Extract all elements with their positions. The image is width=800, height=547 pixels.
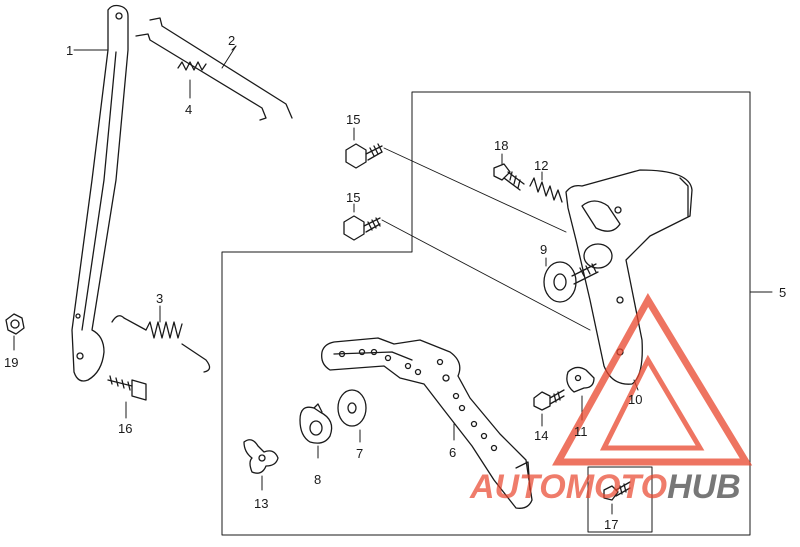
part-13-wingnut: [243, 439, 279, 491]
callout-2: 2: [228, 33, 235, 48]
part-18-bolt: [493, 153, 525, 191]
part-1-arm: [71, 4, 129, 382]
watermark-part1: AUTOMOTO: [469, 468, 667, 506]
callout-19: 19: [4, 355, 18, 370]
part-7-washer: [337, 389, 367, 443]
part-9-washer: [543, 257, 599, 303]
callout-5: 5: [779, 285, 786, 300]
callout-16: 16: [118, 421, 132, 436]
part-15-bolt-upper: [345, 127, 567, 233]
part-10-bracket: [565, 169, 693, 391]
callout-18: 18: [494, 138, 508, 153]
part-3-spring: [111, 305, 211, 373]
part-6-lever: [321, 337, 533, 509]
watermark-text: AUTOMOTOHUB: [469, 468, 741, 506]
part-14-bolt: [533, 389, 565, 427]
callout-4: 4: [185, 102, 192, 117]
callout-14: 14: [534, 428, 548, 443]
assembly-5-outline: [221, 91, 751, 536]
callout-8: 8: [314, 472, 321, 487]
part-12-spring: [529, 171, 563, 203]
part-8-cam: [299, 403, 333, 459]
callout-9: 9: [540, 242, 547, 257]
part-2-rod: [135, 17, 293, 121]
callout-15-lower: 15: [346, 190, 360, 205]
part-15-bolt-lower: [343, 203, 591, 331]
callout-labels: 1 2 3 4 5 6 7 8 9 10 11 12 13 14 15 15 1…: [4, 33, 786, 532]
watermark-part2: HUB: [667, 468, 741, 506]
callout-3: 3: [156, 291, 163, 306]
part-4-spring: [177, 61, 207, 99]
callout-12: 12: [534, 158, 548, 173]
callout-17: 17: [604, 517, 618, 532]
callout-7: 7: [356, 446, 363, 461]
watermark-logo-icon: [552, 293, 753, 466]
callout-1: 1: [66, 43, 73, 58]
part-17-box: [587, 466, 653, 533]
part-16-bolt: [107, 375, 147, 419]
callout-10: 10: [628, 392, 642, 407]
callout-15-upper: 15: [346, 112, 360, 127]
callout-13: 13: [254, 496, 268, 511]
part-11-clip: [566, 366, 595, 421]
callout-6: 6: [449, 445, 456, 460]
part-19-nut: [5, 313, 25, 351]
callout-11: 11: [574, 424, 588, 439]
part-17-bolt: [603, 481, 631, 515]
